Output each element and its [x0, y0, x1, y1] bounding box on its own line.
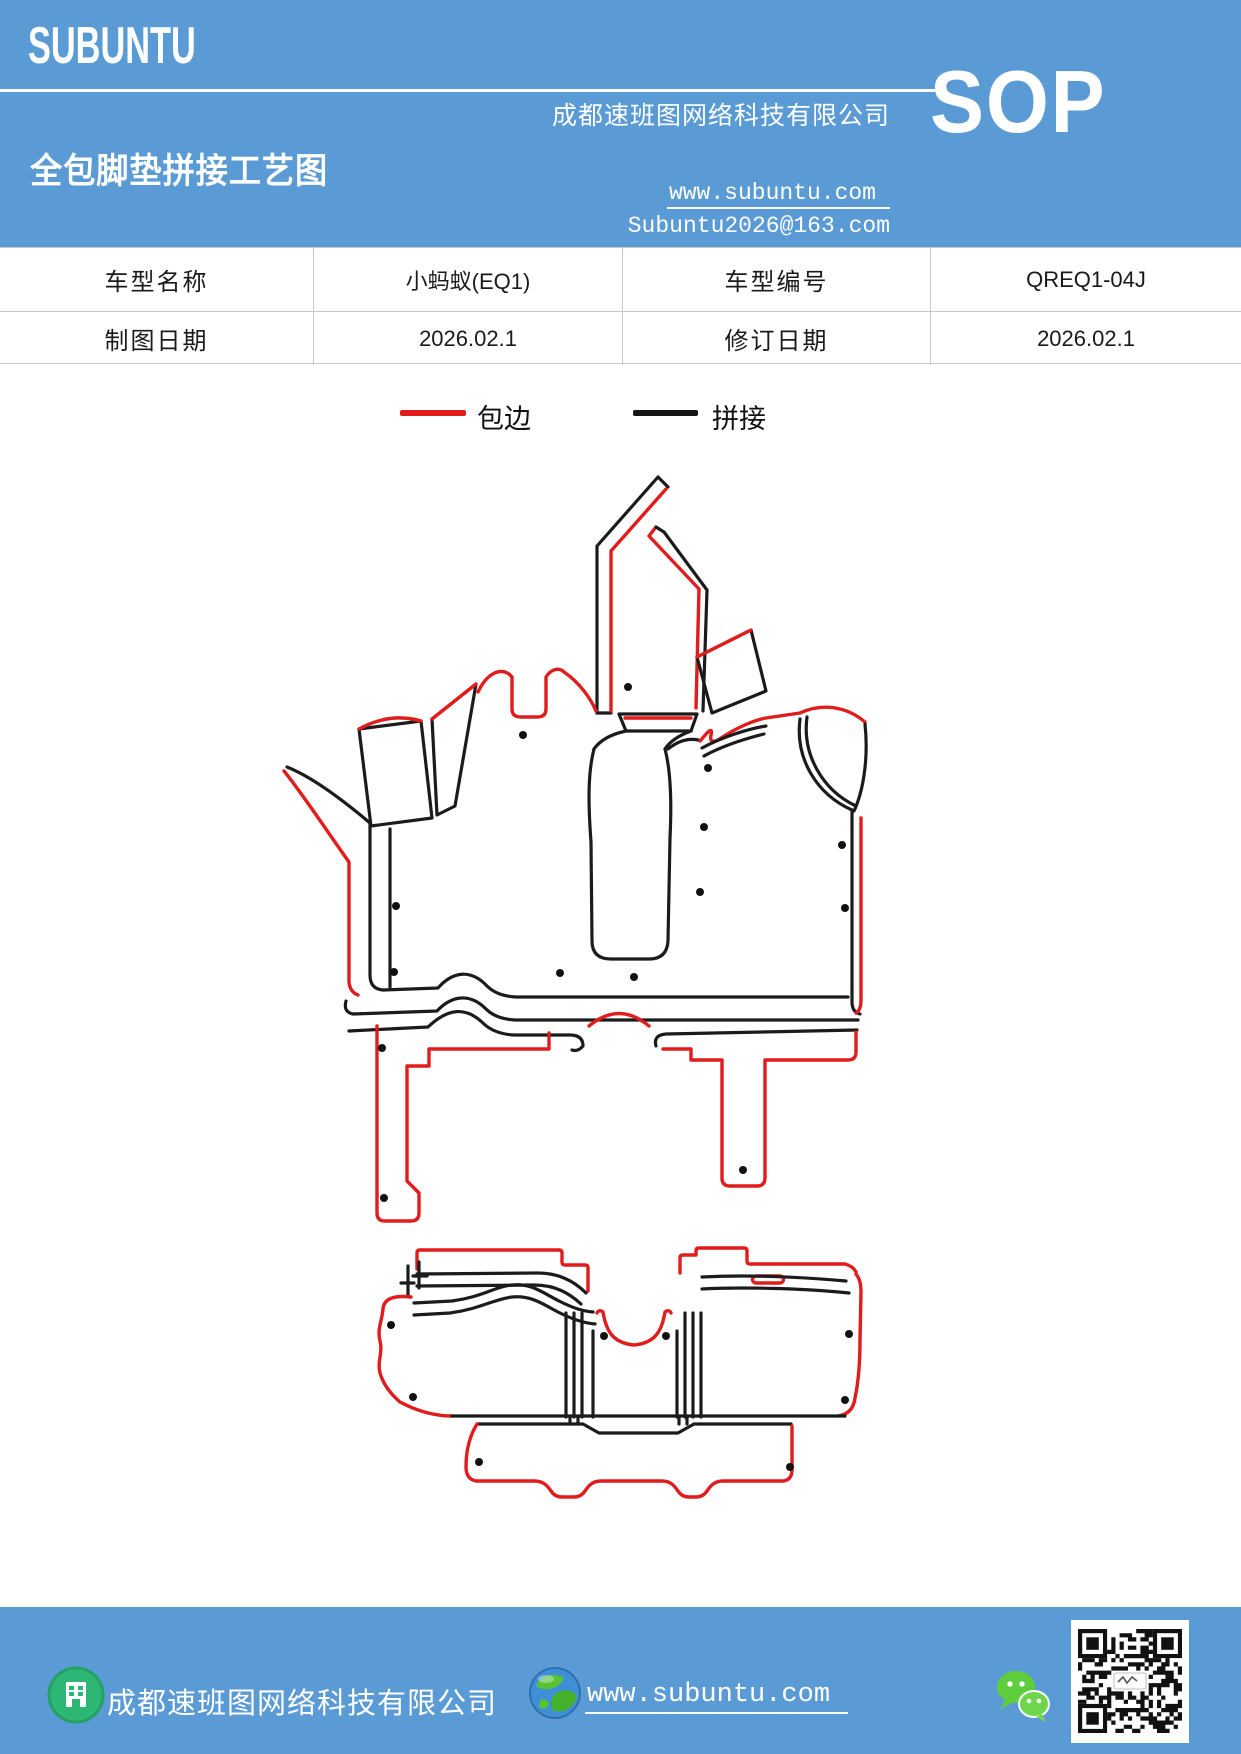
building-icon — [47, 1666, 105, 1724]
header-contact-block: 成都速班图网络科技有限公司 www.subuntu.com Subuntu202… — [470, 96, 890, 239]
model-code-value: QREQ1-04J — [931, 248, 1241, 312]
model-name-value: 小蚂蚁(EQ1) — [314, 248, 623, 312]
splicing-swatch — [633, 410, 698, 416]
middle-connector-piece — [347, 1009, 859, 1223]
company-name: 成都速班图网络科技有限公司 — [551, 103, 890, 130]
footer-company-name: 成都速班图网络科技有限公司 — [107, 1688, 498, 1720]
footer-banner — [0, 1607, 1241, 1754]
website-link[interactable]: www.subuntu.com — [666, 180, 890, 209]
draw-date-label: 制图日期 — [0, 312, 314, 365]
sop-label: SOP — [930, 52, 1107, 151]
front-mat-piece — [282, 628, 868, 1022]
trunk-strip-piece — [464, 1414, 794, 1499]
globe-icon — [529, 1667, 581, 1719]
revision-date-value: 2026.02.1 — [1037, 325, 1135, 351]
legend: 包边 拼接 — [0, 395, 1241, 439]
brand-logo: SUBUNTU — [28, 17, 196, 75]
pillar-strip-piece — [595, 475, 709, 733]
page-title: 全包脚垫拼接工艺图 — [30, 152, 329, 191]
model-name-label: 车型名称 — [0, 248, 314, 312]
edging-label: 包边 — [477, 404, 531, 434]
splicing-label: 拼接 — [712, 404, 766, 434]
rear-mat-piece — [377, 1246, 863, 1419]
edging-swatch — [400, 410, 466, 416]
vehicle-info-table: 车型名称 小蚂蚁(EQ1) 车型编号 QREQ1-04J 制图日期 2026.0… — [0, 247, 1241, 365]
model-code-label: 车型编号 — [623, 248, 931, 312]
revision-date-label: 修订日期 — [623, 312, 931, 365]
qr-code — [1071, 1620, 1189, 1743]
header-banner: SUBUNTU 全包脚垫拼接工艺图 成都速班图网络科技有限公司 www.subu… — [0, 0, 1241, 247]
footer-website-link[interactable]: www.subuntu.com — [585, 1680, 849, 1714]
header-divider-line — [0, 89, 938, 92]
draw-date-value: 2026.02.1 — [314, 312, 623, 365]
wechat-icon — [997, 1671, 1050, 1722]
email-text: Subuntu2026@163.com — [627, 213, 890, 239]
fastener-dots — [378, 683, 853, 1471]
